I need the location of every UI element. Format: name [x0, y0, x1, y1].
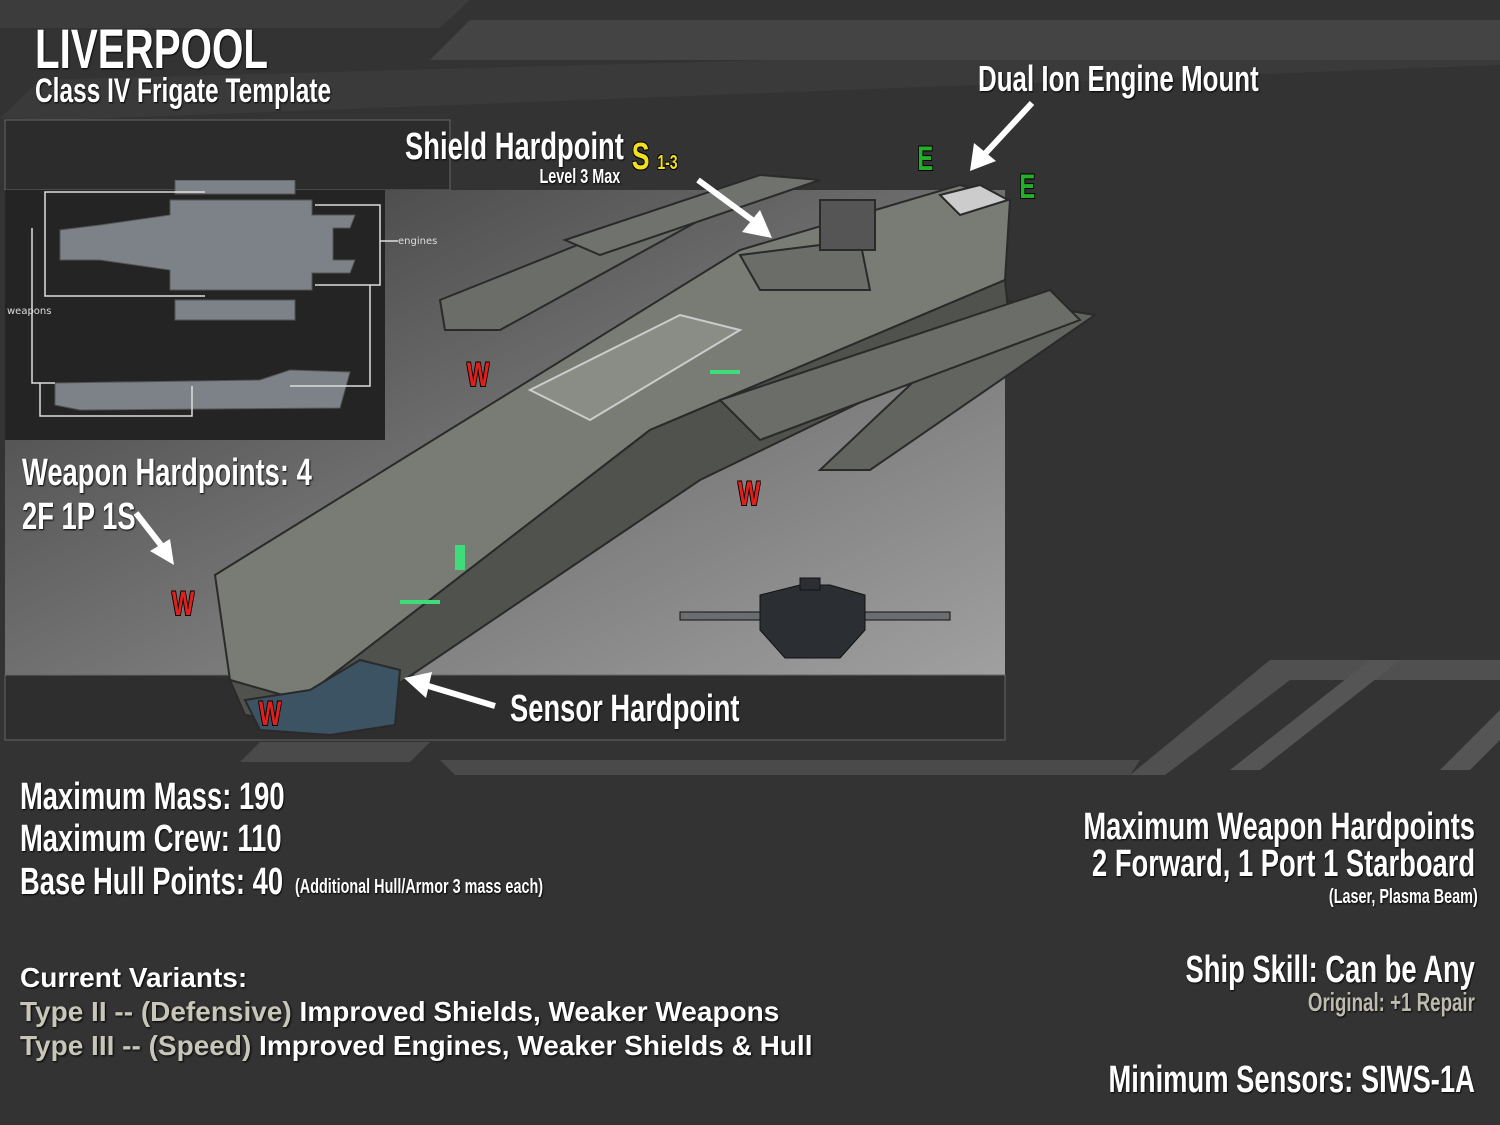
page-subtitle: Class IV Frigate Template — [35, 72, 332, 110]
engines-label: engines — [398, 236, 437, 247]
weapons-label: weapons — [7, 306, 51, 317]
variant-type: Type III -- (Speed) — [20, 1030, 252, 1061]
sensor-hardpoint-label: Sensor Hardpoint — [510, 688, 740, 730]
ship-skill-original: Original: +1 Repair — [1308, 987, 1475, 1017]
variant-desc: Improved Shields, Weaker Weapons — [291, 996, 780, 1027]
shield-marker-letter: S — [631, 136, 650, 178]
weapon-layout-label: 2F 1P 1S — [22, 496, 136, 538]
blueprint-diagram: engines weapons — [7, 180, 437, 417]
shield-marker: S 1-3 — [628, 136, 682, 179]
weapon-marker: W — [737, 475, 761, 513]
page-title: LIVERPOOL — [35, 17, 268, 80]
shield-level-label: Level 3 Max — [539, 166, 620, 188]
hull-note: (Additional Hull/Armor 3 mass each) — [295, 876, 544, 898]
arrow-icon — [404, 672, 496, 709]
engine-marker: E — [917, 140, 934, 178]
max-crew: Maximum Crew: 110 — [20, 818, 282, 860]
max-mass: Maximum Mass: 190 — [20, 776, 285, 818]
max-weapons-detail: 2 Forward, 1 Port 1 Starboard — [1091, 843, 1475, 885]
weapon-marker: W — [171, 585, 195, 623]
engine-marker: E — [1019, 168, 1036, 206]
variant-type: Type II -- (Defensive) — [20, 996, 292, 1027]
weapon-marker: W — [466, 356, 490, 394]
arrow-icon — [970, 100, 1035, 171]
weapon-marker: W — [258, 695, 282, 733]
base-hull: Base Hull Points: 40 — [20, 861, 284, 903]
variant-item: Type III -- (Speed) Improved Engines, We… — [20, 1030, 812, 1062]
ship-skill: Ship Skill: Can be Any — [1185, 949, 1475, 991]
variant-desc: Improved Engines, Weaker Shields & Hull — [251, 1030, 813, 1061]
shield-marker-sub: 1-3 — [657, 152, 678, 174]
max-weapons-title: Maximum Weapon Hardpoints — [1083, 806, 1475, 848]
engine-mount-label: Dual Ion Engine Mount — [978, 58, 1259, 99]
max-weapons-types: (Laser, Plasma Beam) — [1329, 886, 1478, 908]
arrow-icon — [696, 177, 772, 238]
min-sensors: Minimum Sensors: SIWS-1A — [1108, 1059, 1475, 1101]
shield-hardpoint-label: Shield Hardpoint — [405, 126, 624, 168]
variant-item: Type II -- (Defensive) Improved Shields,… — [20, 996, 779, 1028]
arrow-icon — [133, 511, 174, 565]
weapon-hardpoints-label: Weapon Hardpoints: 4 — [22, 452, 312, 494]
variants-heading: Current Variants: — [20, 962, 248, 993]
